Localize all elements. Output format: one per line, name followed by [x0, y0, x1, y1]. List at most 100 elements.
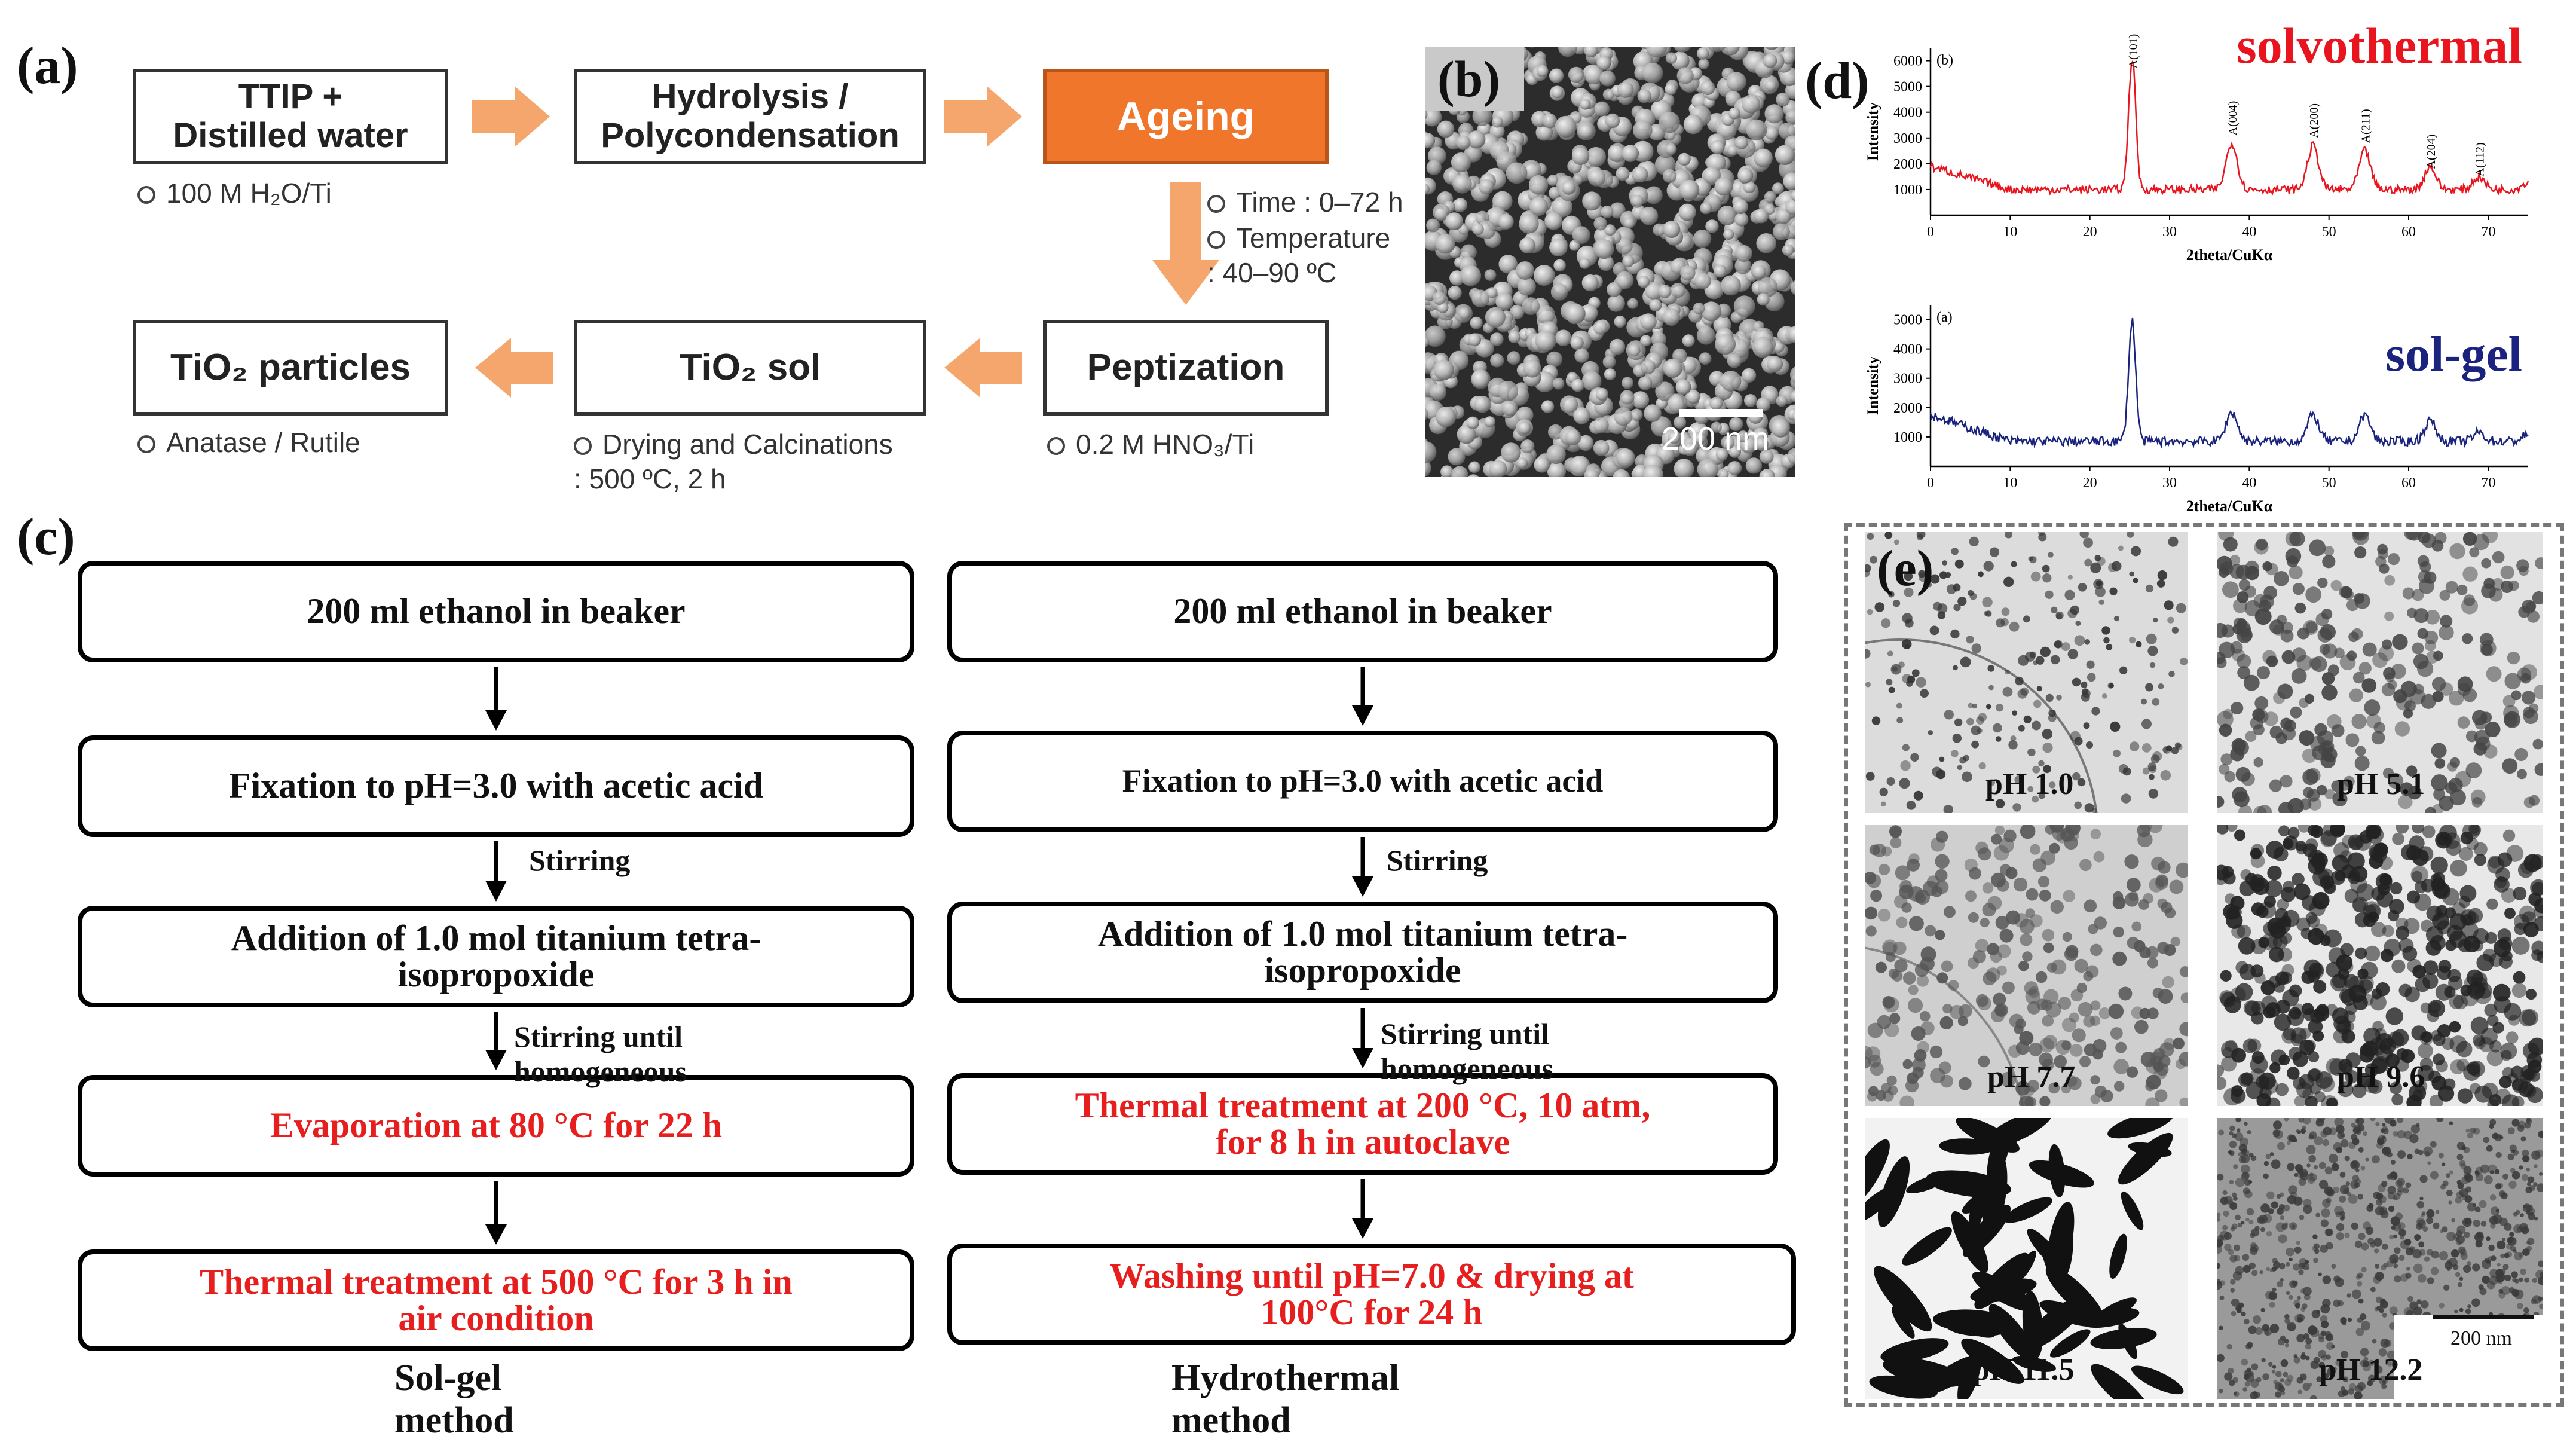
- note-sol: Drying and Calcinations : 500 ºC, 2 h: [574, 429, 893, 494]
- note-ageing-time: Time : 0–72 h: [1207, 185, 1403, 220]
- note-particles: Anatase / Rutile: [137, 426, 360, 460]
- tem-image-5: [1865, 1118, 2188, 1399]
- panel-e-frame: [1844, 523, 2564, 1407]
- panel-b-label: (b): [1437, 50, 1501, 108]
- bullet-circle-icon: [1047, 437, 1065, 455]
- peak-label: A(200): [2308, 103, 2321, 138]
- peak-label: A(211): [2360, 109, 2373, 143]
- x-tick-label: 30: [2162, 224, 2177, 240]
- tem-label-ph7: pH 7.7: [1987, 1060, 2076, 1094]
- hydro-note-stirring-homog: Stirring until homogeneous: [1381, 1017, 1553, 1085]
- tem-label-ph12: pH 12.2: [2319, 1353, 2423, 1387]
- note-ageing-temp: Temperature : 40–90 ºC: [1207, 222, 1391, 288]
- tem-image-4: [2217, 825, 2543, 1106]
- y-tick-label: 1000: [1893, 430, 1922, 445]
- solgel-step-1: 200 ml ethanol in beaker: [78, 561, 914, 662]
- hydro-step-5: Washing until pH=7.0 & drying at 100°C f…: [947, 1244, 1796, 1345]
- peak-label: A(112): [2473, 142, 2486, 176]
- tem-scale-bar: [2433, 1315, 2534, 1319]
- tem-label-ph5: pH 5.1: [2337, 767, 2425, 801]
- method-label-solvothermal: solvothermal: [2237, 17, 2522, 74]
- solgel-step-4: Evaporation at 80 °C for 22 h: [78, 1075, 914, 1177]
- bullet-circle-icon: [574, 437, 592, 455]
- flow-box-tio2-sol: TiO₂ sol: [574, 320, 926, 416]
- subplot-label: (b): [1936, 53, 1953, 68]
- arrow-right-2: [944, 87, 1022, 146]
- x-tick-label: 70: [2481, 475, 2495, 491]
- tem-image-1: [1865, 532, 2188, 813]
- sem-scale-bar: [1679, 409, 1763, 417]
- panel-e-tem-images: [1865, 532, 2543, 1399]
- bullet-circle-icon: [1207, 231, 1225, 249]
- tem-image-6: [2217, 1118, 2543, 1399]
- x-tick-label: 70: [2481, 224, 2495, 240]
- y-tick-label: 2000: [1893, 401, 1922, 416]
- y-tick-label: 4000: [1893, 105, 1922, 121]
- tem-scale-label: 200 nm: [2450, 1327, 2512, 1349]
- x-tick-label: 10: [2003, 475, 2017, 491]
- panel-c-label: (c): [17, 508, 75, 566]
- panel-b-label-bg: [1425, 47, 1524, 111]
- tem-image-2: [2217, 532, 2543, 813]
- hydro-step-3: Addition of 1.0 mol titanium tetra- isop…: [947, 902, 1778, 1003]
- y-tick-label: 4000: [1893, 342, 1922, 358]
- xrd-trace: [1929, 59, 2529, 196]
- panel-c-arrows: [485, 667, 1373, 1245]
- hydro-note-stirring: Stirring: [1387, 844, 1488, 877]
- x-tick-label: 60: [2401, 475, 2416, 491]
- bullet-circle-icon: [137, 435, 155, 453]
- panel-b-sem-image: (b) 200 nm: [1425, 47, 1795, 477]
- y-tick-label: 5000: [1893, 80, 1922, 95]
- x-tick-label: 20: [2083, 224, 2097, 240]
- arrow-left-2: [475, 338, 553, 398]
- solgel-note-stirring-homog: Stirring until homogeneous: [514, 1020, 687, 1088]
- x-tick-label: 40: [2242, 224, 2256, 240]
- x-axis-label: 2theta/CuKα: [2186, 246, 2273, 264]
- solgel-step-2: Fixation to pH=3.0 with acetic acid: [78, 735, 914, 837]
- hydro-step-4: Thermal treatment at 200 °C, 10 atm, for…: [947, 1073, 1778, 1175]
- bullet-circle-icon: [137, 186, 155, 204]
- flow-box-ttip: TTIP + Distilled water: [133, 69, 448, 164]
- flow-box-hydrolysis: Hydrolysis / Polycondensation: [574, 69, 926, 164]
- flow-box-tio2-particles: TiO₂ particles: [133, 320, 448, 416]
- hydro-step-2: Fixation to pH=3.0 with acetic acid: [947, 731, 1778, 832]
- peak-label: A(204): [2425, 135, 2438, 169]
- x-tick-label: 60: [2401, 224, 2416, 240]
- y-tick-label: 1000: [1893, 182, 1922, 198]
- panel-d-label: (d): [1805, 52, 1870, 110]
- arrow-down: [1152, 182, 1219, 305]
- panel-a-label: (a): [17, 37, 78, 95]
- y-tick-label: 3000: [1893, 371, 1922, 387]
- flow-box-ageing: Ageing: [1043, 69, 1329, 164]
- xrd-trace: [1929, 317, 2529, 449]
- tem-image-3: [1865, 825, 2188, 1106]
- peak-label: A(004): [2226, 101, 2240, 136]
- subplot-label: (a): [1936, 310, 1953, 325]
- panel-e-label: (e): [1877, 539, 1934, 597]
- x-tick-label: 40: [2242, 475, 2256, 491]
- panel-a-arrows: [472, 87, 1219, 398]
- x-tick-label: 50: [2322, 224, 2336, 240]
- arrow-right-1: [472, 87, 550, 146]
- x-tick-label: 0: [1927, 475, 1934, 491]
- sem-micrograph: [1425, 47, 1795, 477]
- method-label-sol-gel: sol-gel: [2385, 326, 2522, 382]
- sem-scale-label: 200 nm: [1662, 421, 1770, 457]
- y-axis-label: Intensity: [1864, 102, 1881, 161]
- hydro-step-1: 200 ml ethanol in beaker: [947, 561, 1778, 662]
- tem-label-ph1: pH 1.0: [1985, 767, 2074, 801]
- solgel-note-stirring: Stirring: [529, 844, 631, 877]
- solgel-step-5: Thermal treatment at 500 °C for 3 h in a…: [78, 1249, 914, 1351]
- y-tick-label: 3000: [1893, 131, 1922, 146]
- y-tick-label: 5000: [1893, 313, 1922, 328]
- x-tick-label: 10: [2003, 224, 2017, 240]
- y-tick-label: 6000: [1893, 54, 1922, 69]
- note-ttip: 100 M H₂O/Ti: [137, 176, 332, 211]
- x-tick-label: 20: [2083, 475, 2097, 491]
- y-tick-label: 2000: [1893, 157, 1922, 172]
- y-axis-label: Intensity: [1864, 356, 1881, 415]
- bullet-circle-icon: [1207, 195, 1225, 213]
